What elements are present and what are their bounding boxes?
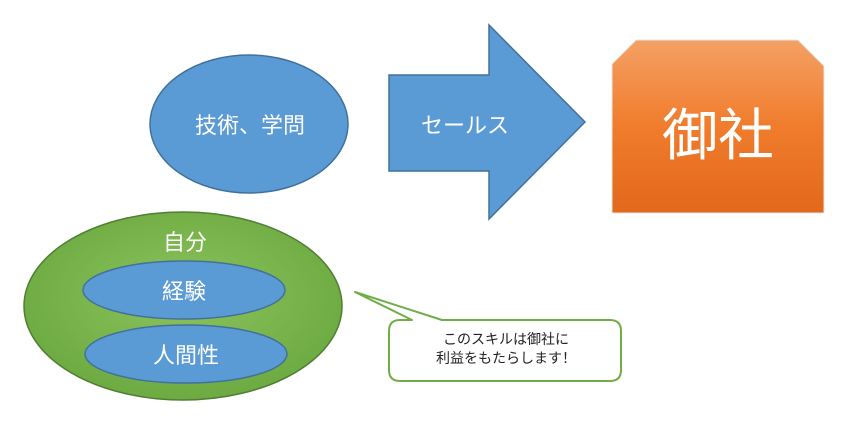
skill-ellipse-label: 技術、学問	[194, 114, 305, 139]
humanity-ellipse-label: 人間性	[152, 344, 219, 369]
callout-text: このスキルは御社に 利益をもたらします！	[392, 322, 620, 378]
sales-arrow-shape	[388, 23, 587, 221]
sales-arrow-label: セールス	[420, 114, 509, 139]
callout-line-2: 利益をもたらします！	[436, 351, 576, 367]
humanity-ellipse-shape	[84, 324, 288, 384]
callout-balloon-shape	[354, 291, 622, 382]
skill-ellipse-shape	[149, 54, 349, 194]
company-box-shape	[611, 39, 825, 214]
callout-line-1: このスキルは御社に	[443, 332, 569, 348]
company-box-label: 御社	[662, 103, 774, 169]
self-ellipse-label: 自分	[162, 231, 207, 256]
experience-ellipse-label: 経験	[161, 280, 206, 305]
experience-ellipse-shape	[82, 260, 286, 320]
